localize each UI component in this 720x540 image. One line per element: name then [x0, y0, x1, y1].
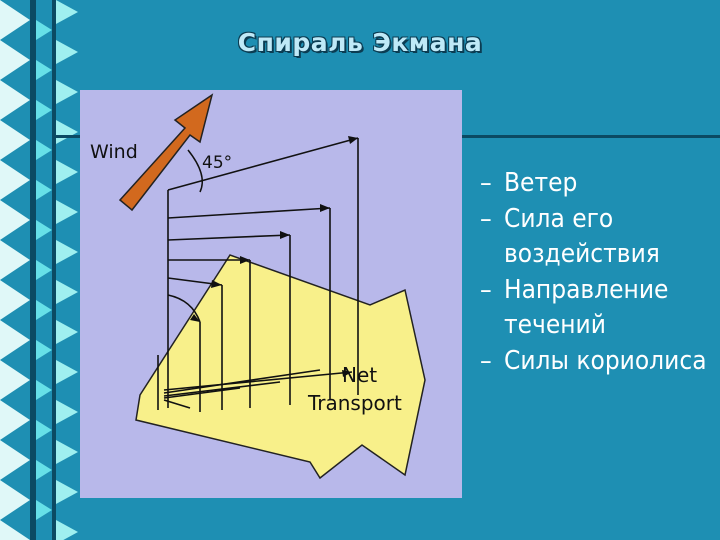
border-triangle: [56, 360, 78, 384]
border-triangle: [36, 300, 52, 320]
border-triangle: [56, 480, 78, 504]
current-vectors: [157, 137, 359, 412]
border-triangle: [0, 160, 30, 200]
border-triangle: [56, 320, 78, 344]
net-label-line1: Net: [342, 363, 377, 387]
border-triangle: [36, 380, 52, 400]
border-triangle: [0, 80, 30, 120]
vector-arrowheads: [190, 136, 358, 377]
border-triangle: [0, 240, 30, 280]
net-label-line2: Transport: [307, 391, 402, 415]
border-triangle: [36, 500, 52, 520]
border-triangle: [36, 460, 52, 480]
border-triangle: [36, 180, 52, 200]
bullet-list: –Ветер –Сила его воздействия –Направлени…: [480, 166, 715, 380]
wind-arrow: [118, 93, 214, 212]
border-triangle: [0, 480, 30, 520]
border-triangle: [56, 400, 78, 424]
border-triangle: [36, 140, 52, 160]
border-triangle: [0, 40, 30, 80]
border-triangle: [36, 20, 52, 40]
border-triangle: [0, 360, 30, 400]
border-triangle: [36, 260, 52, 280]
border-triangle: [0, 320, 30, 360]
border-triangle: [0, 520, 30, 540]
border-triangle: [0, 0, 30, 40]
border-triangle: [56, 240, 78, 264]
ekman-spiral-diagram: Wind 45°: [80, 90, 462, 498]
slide-title: Спираль Экмана: [237, 28, 483, 57]
border-triangle: [56, 40, 78, 64]
border-triangle: [56, 280, 78, 304]
border-triangle: [0, 120, 30, 160]
decorative-left-border: [0, 0, 78, 540]
bullet-marker: –: [480, 168, 492, 198]
border-triangle: [56, 120, 78, 144]
bullet-item-force: –Сила его воздействия: [480, 204, 660, 269]
bullet-marker: –: [480, 204, 492, 234]
border-triangle: [0, 200, 30, 240]
border-triangle: [0, 400, 30, 440]
bullet-item-coriolis: –Силы кориолиса: [480, 344, 715, 379]
border-triangle: [56, 440, 78, 464]
border-triangle: [56, 520, 78, 540]
border-triangle: [56, 0, 78, 24]
angle-label: 45°: [202, 153, 232, 173]
border-triangle: [56, 160, 78, 184]
bullet-item-direction: –Направление течений: [480, 275, 669, 340]
wind-label: Wind: [90, 141, 138, 163]
border-triangle: [36, 60, 52, 80]
border-triangle: [0, 440, 30, 480]
border-triangle: [36, 100, 52, 120]
net-transport-arrow: [135, 254, 426, 480]
bullet-marker: –: [480, 346, 492, 376]
bullet-item-wind: –Ветер: [480, 166, 715, 201]
border-triangle: [0, 280, 30, 320]
bullet-marker: –: [480, 275, 492, 305]
border-triangle: [36, 340, 52, 360]
border-triangle: [36, 420, 52, 440]
border-triangle: [56, 80, 78, 104]
border-triangle: [56, 200, 78, 224]
border-triangle: [36, 220, 52, 240]
